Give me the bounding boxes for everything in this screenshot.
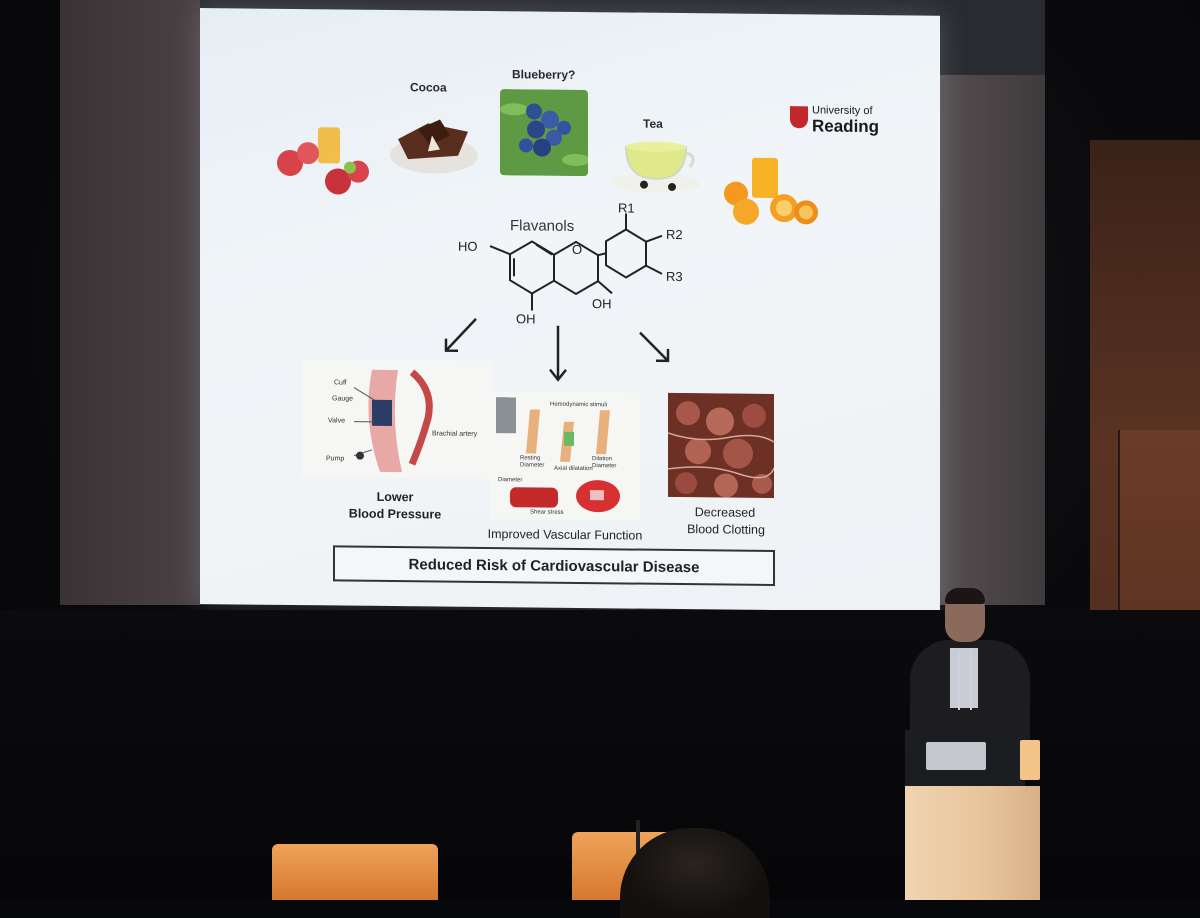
bp-cuff-label: Cuff [334, 379, 347, 386]
vascular-stimuli-label: Hemodynamic stimuli [550, 402, 607, 409]
blood-clotting-figure [668, 393, 774, 498]
blueberry-image [500, 89, 588, 176]
chem-ho-label: HO [458, 239, 478, 254]
chem-r2-label: R2 [666, 227, 683, 242]
crest-icon [790, 106, 808, 128]
vascular-shear-label: Shear stress [530, 509, 564, 515]
university-logo: University of Reading [790, 104, 886, 141]
cocoa-image [388, 105, 480, 178]
chem-oh-right-label: OH [592, 296, 612, 311]
chair-left [272, 844, 438, 900]
podium-logo-plate [926, 742, 986, 770]
conclusion-box: Reduced Risk of Cardiovascular Disease [333, 545, 775, 586]
speaker-hair [945, 588, 985, 604]
chem-r1-label: R1 [618, 200, 635, 215]
tea-image [610, 132, 704, 195]
outcome-clotting-line1: Decreased [670, 505, 780, 520]
bp-artery-label: Brachial artery [432, 430, 477, 437]
chem-r3-label: R3 [666, 269, 683, 284]
screen-left-margin [60, 0, 200, 605]
chem-o-label: O [572, 242, 582, 257]
lanyard [958, 650, 972, 710]
projected-slide: Cocoa Blueberry? Tea [200, 8, 940, 612]
vascular-diameter-label: Diameter [498, 477, 522, 483]
vascular-axial-label: Axial dilatation [554, 466, 593, 472]
podium [905, 786, 1040, 900]
cocoa-label: Cocoa [410, 80, 447, 94]
logo-line1: University of [812, 104, 873, 117]
bp-valve-label: Valve [328, 417, 345, 424]
outcome-bp-line2: Blood Pressure [330, 506, 460, 521]
vascular-dilation-label: Dilation Diameter [592, 456, 632, 470]
bp-gauge-label: Gauge [332, 395, 353, 402]
bp-pump-label: Pump [326, 455, 344, 462]
vascular-function-figure: Resting Diameter Dilation Diameter Hemod… [490, 391, 640, 521]
outcome-bp-line1: Lower [340, 489, 450, 504]
apples-juice-image [270, 119, 370, 200]
blood-pressure-figure: Cuff Gauge Valve Pump Brachial artery [302, 359, 492, 479]
outcome-vascular: Improved Vascular Function [460, 527, 670, 543]
logo-line2: Reading [812, 116, 879, 137]
outcome-clotting-line2: Blood Clotting [666, 522, 786, 537]
podium-lamp [1020, 740, 1040, 780]
vascular-resting-label: Resting Diameter [520, 455, 556, 469]
blueberry-label: Blueberry? [512, 67, 575, 82]
tea-label: Tea [643, 117, 663, 131]
